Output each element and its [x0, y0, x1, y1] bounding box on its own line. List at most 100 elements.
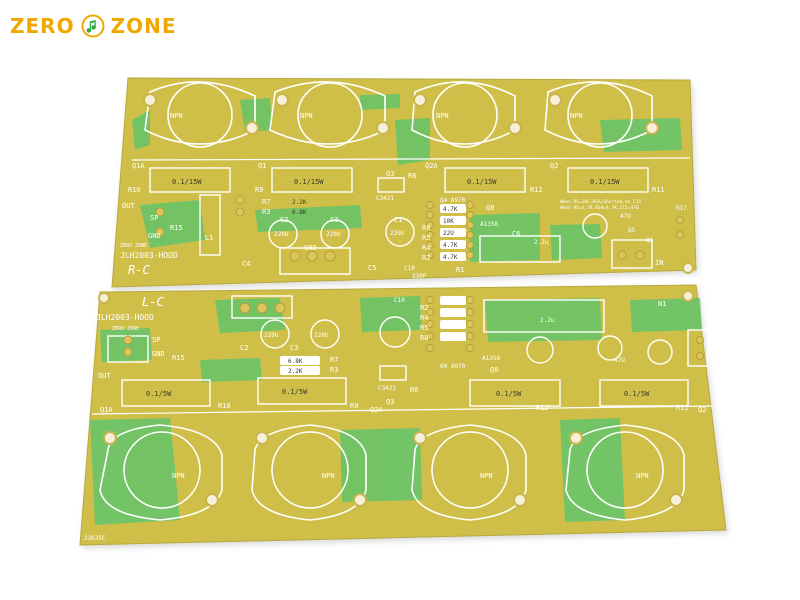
top-out: OUT	[122, 202, 135, 210]
top-title: JLH2003-HOOD	[120, 251, 178, 260]
top-ref-q2: Q2	[550, 162, 558, 170]
top-r7: R7	[262, 198, 270, 206]
bottom-res-ref-1: R10	[218, 402, 231, 410]
bottom-res-ref-3: R12	[536, 404, 549, 412]
bottom-r15: R15	[172, 354, 185, 362]
top-val-a: 4.7K	[443, 206, 458, 213]
top-ref-q1a: Q1A	[132, 162, 145, 170]
top-r5: R5	[422, 234, 430, 242]
top-r15: R15	[170, 224, 183, 232]
bottom-gnd: GND	[152, 350, 165, 358]
top-l1: L1	[205, 234, 213, 242]
top-gnd2: GND	[304, 244, 317, 252]
top-q3: Q3	[386, 170, 394, 178]
bottom-brand: ZERO ZONE	[112, 326, 139, 332]
top-q4: Q4 A970	[440, 197, 466, 204]
top-ref-q2a: Q2A	[425, 162, 438, 170]
bottom-r7: R7	[330, 356, 338, 364]
top-c3421: C3421	[376, 195, 394, 202]
top-val-e: 4.7K	[443, 254, 458, 261]
bottom-ref-q2: Q2	[698, 406, 706, 414]
bottom-npn-1: NPN	[172, 472, 185, 480]
top-ref-q1: Q1	[258, 162, 266, 170]
bottom-pcb-board: NPN NPN NPN NPN Q1A Q2A Q2 0.1/5W 0.1/5W…	[79, 284, 727, 546]
top-res-val-1: 0.1/15W	[172, 178, 202, 186]
top-r17: R17	[676, 205, 687, 212]
top-r1: R1	[456, 266, 464, 274]
bottom-npn-3: NPN	[480, 472, 493, 480]
top-c10-val: 330P	[412, 273, 427, 280]
bottom-c6-val: 2.2u	[540, 317, 555, 324]
brand-logo: ZERO ZONE	[10, 12, 176, 40]
bottom-c3-val: 220U	[314, 332, 329, 339]
top-val-c: 22U	[443, 230, 454, 237]
top-res-val-3: 0.1/15W	[467, 178, 497, 186]
bottom-out: OUT	[98, 372, 111, 380]
top-val-d: 4.7K	[443, 242, 458, 249]
top-r8: R8	[422, 224, 430, 232]
bottom-n1: N1	[658, 300, 666, 308]
top-r3-val: 6.8K	[292, 209, 307, 216]
bottom-npn-4: NPN	[636, 472, 649, 480]
bottom-r3-val: 2.2K	[288, 368, 303, 375]
top-npn-1: NPN	[170, 112, 183, 120]
bottom-q8: Q8	[490, 366, 498, 374]
top-c10: C10	[404, 265, 415, 272]
top-res-val-4: 0.1/15W	[590, 178, 620, 186]
bottom-a1358: A1358	[482, 355, 500, 362]
bottom-r6: R6	[410, 386, 418, 394]
top-r4: R4	[422, 244, 430, 252]
top-q5: Q5	[628, 227, 636, 234]
top-res-val-2: 0.1/15W	[294, 178, 324, 186]
logo-word-zone: ZONE	[110, 14, 177, 38]
top-c1: C1	[394, 216, 402, 224]
top-a1358: A1358	[480, 221, 498, 228]
top-r7-val: 2.2K	[292, 199, 307, 206]
bottom-r2: R2	[420, 304, 428, 312]
top-note: When RS=10C,RSA=Shorted,no C15	[560, 199, 642, 205]
bottom-ref-q1a: Q1A	[100, 406, 113, 414]
music-note-circle-icon	[81, 14, 105, 38]
bottom-npn-2: NPN	[322, 472, 335, 480]
bottom-r8: R8	[420, 334, 428, 342]
top-gnd: GND	[148, 232, 161, 240]
top-q6: Q6	[646, 237, 654, 244]
bottom-res-ref-2: R9	[350, 402, 358, 410]
logo-word-zero: ZERO	[10, 14, 75, 38]
bottom-r3: R3	[330, 366, 338, 374]
top-res-ref-1: R10	[128, 186, 141, 194]
bottom-res-val-1: 0.1/5W	[146, 390, 172, 398]
bottom-channel: L-C	[142, 295, 164, 309]
bottom-c2: C2	[240, 344, 248, 352]
top-res-ref-3: R12	[530, 186, 543, 194]
top-channel: R-C	[128, 263, 150, 277]
top-r6: R6	[408, 172, 416, 180]
bottom-c3: C3	[290, 344, 298, 352]
bottom-r5: R5	[420, 324, 428, 332]
top-c4: C4	[242, 260, 250, 268]
top-brand: ZERO ZONE	[120, 243, 147, 249]
top-note2: When RS=4.7K,RSA=4.7K,C15=47U	[560, 205, 639, 211]
bottom-c10: C10	[394, 297, 405, 304]
bottom-sp: SP	[152, 336, 160, 344]
top-c5: C5	[368, 264, 376, 272]
top-q8: Q8	[486, 204, 494, 212]
bottom-c3421: C3421	[378, 385, 396, 392]
top-in: IN	[655, 259, 663, 267]
top-c2-val: 220U	[274, 231, 289, 238]
top-npn-2: NPN	[300, 112, 313, 120]
bottom-q3: Q3	[386, 398, 394, 406]
top-val-b: 10K	[443, 218, 454, 225]
top-npn-4: NPN	[570, 112, 583, 120]
top-sp: SP	[150, 214, 158, 222]
top-c2: C2	[280, 216, 288, 224]
top-c6: C6	[512, 230, 520, 238]
top-c3: C3	[330, 216, 338, 224]
top-npn-3: NPN	[436, 112, 449, 120]
top-c3-val: 220U	[326, 231, 341, 238]
top-47u: 47U	[620, 213, 631, 220]
bottom-serial: 23635C	[84, 535, 106, 542]
bottom-title: JLH2003-HOOD	[96, 313, 154, 322]
top-res-ref-4: R11	[652, 186, 665, 194]
